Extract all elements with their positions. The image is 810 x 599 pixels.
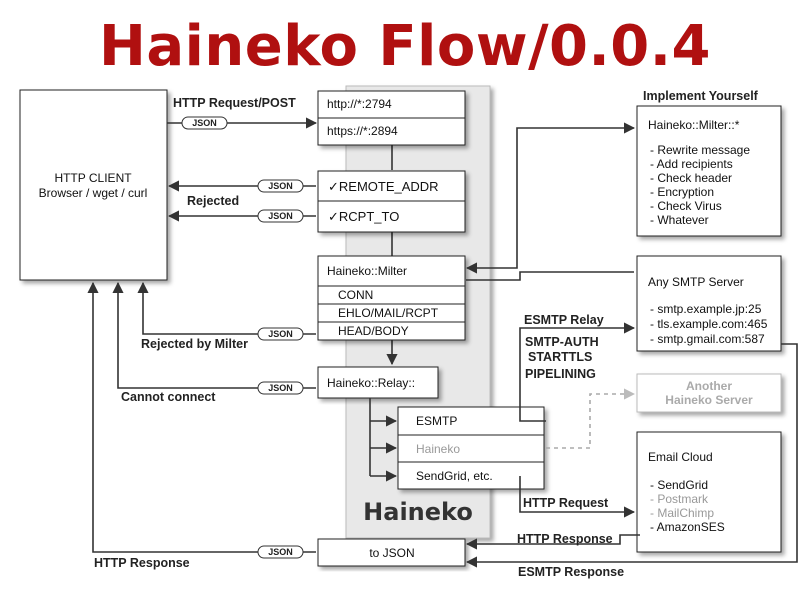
- label-http-response-right: HTTP Response: [517, 532, 613, 546]
- json-pill: [257, 179, 304, 193]
- relay-box: [317, 366, 439, 399]
- http-client-title: HTTP CLIENT: [54, 171, 132, 185]
- arrow-rejected-milter: [137, 281, 316, 335]
- http-client-box: [19, 89, 168, 281]
- implement-title: Haineko::Milter::*: [648, 118, 740, 132]
- email-cloud-box: [636, 431, 782, 553]
- smtp-server-title: Any SMTP Server: [648, 275, 744, 289]
- implement-item: - Rewrite message: [650, 143, 750, 157]
- json-pill: [257, 327, 304, 341]
- json-pill-label: JSON: [268, 181, 293, 191]
- to-json-label: to JSON: [369, 546, 414, 560]
- relay-option-haineko: Haineko: [416, 442, 460, 456]
- label-esmtp-response: ESMTP Response: [518, 565, 624, 579]
- another-haineko-line2: Haineko Server: [665, 393, 753, 407]
- arrow-http-request-cloud: [519, 476, 636, 518]
- label-rejected: Rejected: [187, 194, 239, 208]
- listener-https: https://*:2894: [327, 124, 398, 138]
- json-pill: [181, 116, 228, 130]
- label-http-response-left: HTTP Response: [94, 556, 190, 570]
- label-smtp-auth: SMTP-AUTH: [525, 335, 599, 349]
- milter-phase-conn: CONN: [338, 288, 373, 302]
- implement-box: [636, 105, 782, 237]
- arrow-milter-implement: [465, 122, 636, 274]
- implement-item: - Encryption: [650, 185, 714, 199]
- milter-title: Haineko::Milter: [327, 264, 407, 278]
- smtp-server-item: - tls.example.com:465: [650, 317, 768, 331]
- label-starttls: STARTTLS: [528, 350, 592, 364]
- another-haineko-line1: Another: [686, 379, 732, 393]
- check-remote-addr: ✓REMOTE_ADDR: [328, 179, 439, 194]
- email-cloud-item: - Postmark: [650, 492, 709, 506]
- json-pill: [257, 381, 304, 395]
- haineko-brand: Haineko: [363, 498, 473, 526]
- smtp-server-item: - smtp.example.jp:25: [650, 302, 762, 316]
- arrow-milter-smtp: [466, 271, 634, 281]
- http-client-subtitle: Browser / wget / curl: [39, 186, 148, 200]
- email-cloud-item: - SendGrid: [650, 478, 708, 492]
- check-rcpt-to: ✓RCPT_TO: [328, 209, 399, 224]
- label-pipelining: PIPELINING: [525, 367, 596, 381]
- implement-heading: Implement Yourself: [643, 89, 759, 103]
- email-cloud-title: Email Cloud: [648, 450, 713, 464]
- implement-item: - Check header: [650, 171, 732, 185]
- implement-item: - Check Virus: [650, 199, 722, 213]
- milter-phase-head: HEAD/BODY: [338, 324, 409, 338]
- email-cloud-item: - MailChimp: [650, 506, 714, 520]
- label-cannot-connect: Cannot connect: [121, 390, 216, 404]
- email-cloud-item: - AmazonSES: [650, 520, 725, 534]
- relay-option-esmtp: ESMTP: [416, 414, 457, 428]
- json-pill-label: JSON: [268, 383, 293, 393]
- arrow-esmtp-response: [465, 343, 798, 568]
- label-request: HTTP Request/POST: [173, 96, 296, 110]
- implement-item: - Add recipients: [650, 157, 733, 171]
- json-pill-label: JSON: [268, 329, 293, 339]
- implement-item: - Whatever: [650, 213, 709, 227]
- page-title: Haineko Flow/0.0.4: [99, 14, 711, 79]
- json-pill-label: JSON: [268, 547, 293, 557]
- label-rejected-milter: Rejected by Milter: [141, 337, 248, 351]
- arrow-http-response-cloud: [465, 534, 640, 550]
- smtp-server-item: - smtp.gmail.com:587: [650, 332, 765, 346]
- to-json-box: [317, 538, 466, 567]
- another-haineko-box: [636, 373, 782, 413]
- label-esmtp-relay: ESMTP Relay: [524, 313, 604, 327]
- arrow-esmtp-relay: [519, 322, 636, 422]
- milter-box: [317, 255, 466, 341]
- label-http-request: HTTP Request: [523, 496, 609, 510]
- arrow-http-response: [87, 281, 316, 553]
- json-pill: [257, 209, 304, 223]
- arrow-another-haineko: [546, 388, 636, 449]
- json-pill-label: JSON: [192, 118, 217, 128]
- arrow-cannot-connect: [112, 281, 316, 389]
- relay-title: Haineko::Relay::: [327, 376, 415, 390]
- milter-phase-ehlo: EHLO/MAIL/RCPT: [338, 306, 439, 320]
- json-pill: [257, 545, 304, 559]
- listener-http: http://*:2794: [327, 97, 392, 111]
- smtp-server-box: [636, 255, 782, 352]
- json-pill-label: JSON: [268, 211, 293, 221]
- relay-option-sendgrid: SendGrid, etc.: [416, 469, 493, 483]
